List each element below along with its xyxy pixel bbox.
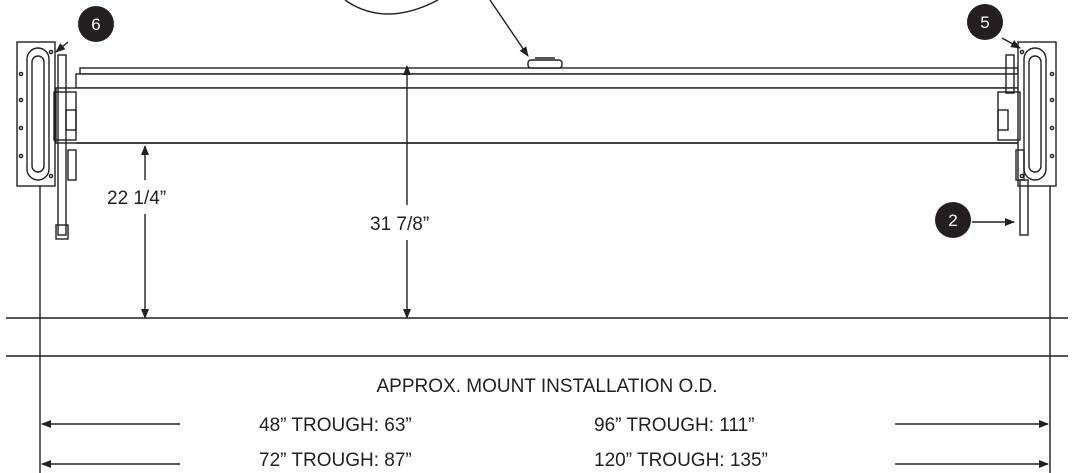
callout-5-label: 5 [980, 13, 989, 32]
callout-2-badge: 2 [935, 202, 971, 238]
mount-od-row1-right: 96” TROUGH: 111” [594, 415, 755, 436]
magnifier-callout-arc [344, 0, 529, 57]
callout-5-badge: 5 [967, 4, 1003, 40]
right-mount-bracket [997, 41, 1057, 236]
mount-od-row2-right: 120” TROUGH: 135” [594, 450, 768, 471]
mount-od-row2-left: 72” TROUGH: 87” [259, 450, 412, 471]
left-mount-bracket [16, 41, 77, 240]
trough-cap [527, 59, 563, 69]
left-height-label: 22 1/4” [107, 188, 166, 209]
callout-6-badge: 6 [78, 6, 114, 42]
floor-lines [6, 317, 1068, 357]
callout-6-label: 6 [91, 15, 100, 34]
callout-6-leader [55, 41, 69, 53]
trough-body [55, 57, 1047, 144]
mount-od-row1-left: 48” TROUGH: 63” [259, 415, 412, 436]
center-height-label: 31 7/8” [370, 214, 429, 235]
callout-5-leader [1001, 37, 1021, 49]
mount-od-heading: APPROX. MOUNT INSTALLATION O.D. [377, 376, 718, 397]
callout-2-label: 2 [948, 211, 957, 230]
